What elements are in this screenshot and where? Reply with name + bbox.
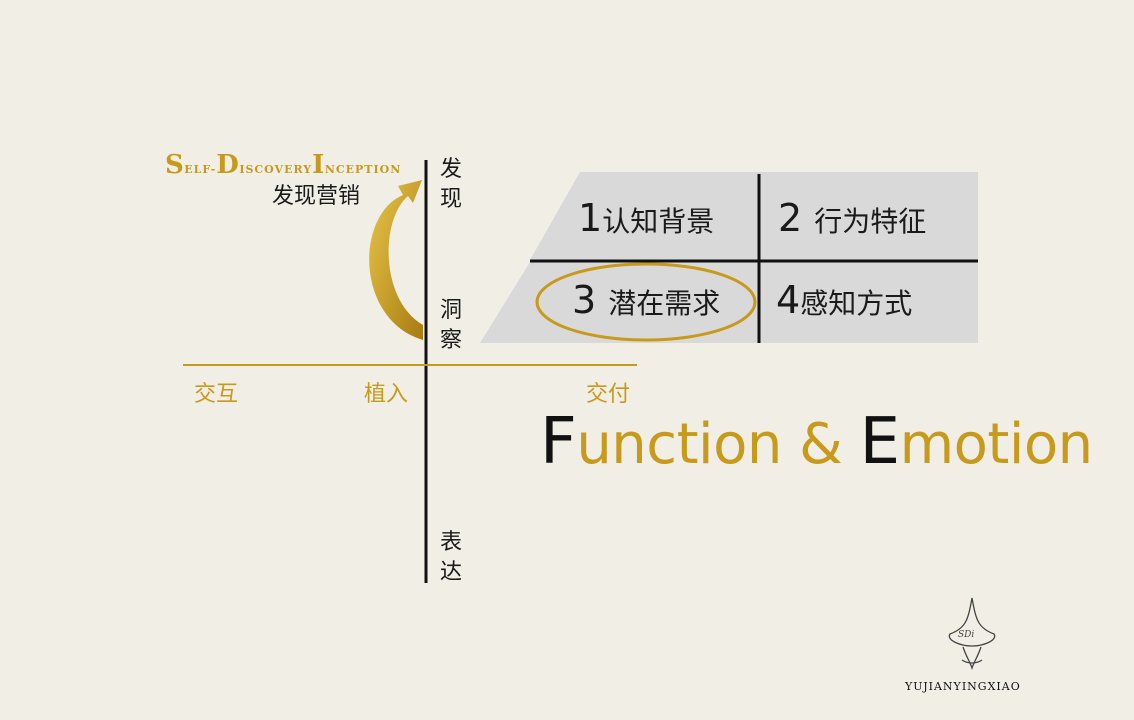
- quadrant-3: 3 潜在需求: [572, 278, 720, 322]
- quadrant-1-number: 1: [578, 196, 603, 240]
- quadrant-3-text: 潜在需求: [608, 287, 721, 320]
- quadrant-2-text: 行为特征: [814, 205, 927, 238]
- axis-mid-char-1: 洞: [439, 298, 462, 323]
- axis-right-label: 交付: [586, 382, 631, 407]
- axis-bottom-char-1: 表: [439, 530, 462, 555]
- brand-subtitle: 发现营销: [272, 184, 361, 209]
- axis-center-label: 植入: [364, 382, 409, 407]
- title-e-rest: motion: [899, 412, 1094, 477]
- tagline-rest-s: ELF-: [184, 163, 217, 176]
- spinning-top-logo-icon: [948, 597, 996, 671]
- quadrant-panel: [480, 172, 978, 343]
- quadrant-1: 1认知背景: [578, 196, 714, 240]
- title-f-cap: F: [540, 405, 577, 479]
- title-e-cap: E: [859, 405, 900, 479]
- function-emotion-title: Function & Emotion: [540, 405, 1093, 479]
- axis-bottom-char-2: 达: [439, 560, 462, 585]
- highlight-ellipse: [535, 262, 757, 342]
- quadrant-3-number: 3: [572, 278, 597, 322]
- logo-name: YUJIANYINGXIAO: [905, 680, 1021, 693]
- quadrant-4-text: 感知方式: [800, 287, 913, 320]
- axis-mid-char-2: 察: [439, 328, 462, 353]
- title-f-rest: unction: [576, 412, 782, 477]
- axis-top-char-2: 现: [439, 187, 462, 212]
- brand-tagline: SELF-DISCOVERYINCEPTION: [165, 150, 401, 180]
- quadrant-4: 4感知方式: [776, 278, 912, 322]
- axis-top-label: 发 现: [436, 155, 466, 215]
- title-ampersand: &: [781, 412, 860, 477]
- axis-left-label: 交互: [194, 382, 239, 407]
- tagline-cap-d: D: [216, 150, 240, 180]
- axis-bottom-label: 表 达: [436, 528, 466, 588]
- tagline-rest-d: ISCOVERY: [239, 163, 313, 176]
- quadrant-2-number: 2: [778, 196, 803, 240]
- tagline-cap-s: S: [165, 150, 185, 180]
- tagline-rest-i: NCEPTION: [324, 163, 402, 176]
- curved-arrow-icon: [369, 180, 423, 340]
- tagline-cap-i: I: [312, 150, 325, 180]
- quadrant-2: 2 行为特征: [778, 196, 926, 240]
- quadrant-4-number: 4: [776, 278, 801, 322]
- quadrant-1-text: 认知背景: [602, 205, 715, 238]
- axis-top-char-1: 发: [439, 157, 462, 182]
- logo-mark-text: SDi: [958, 630, 975, 640]
- axis-mid-label: 洞 察: [436, 296, 466, 356]
